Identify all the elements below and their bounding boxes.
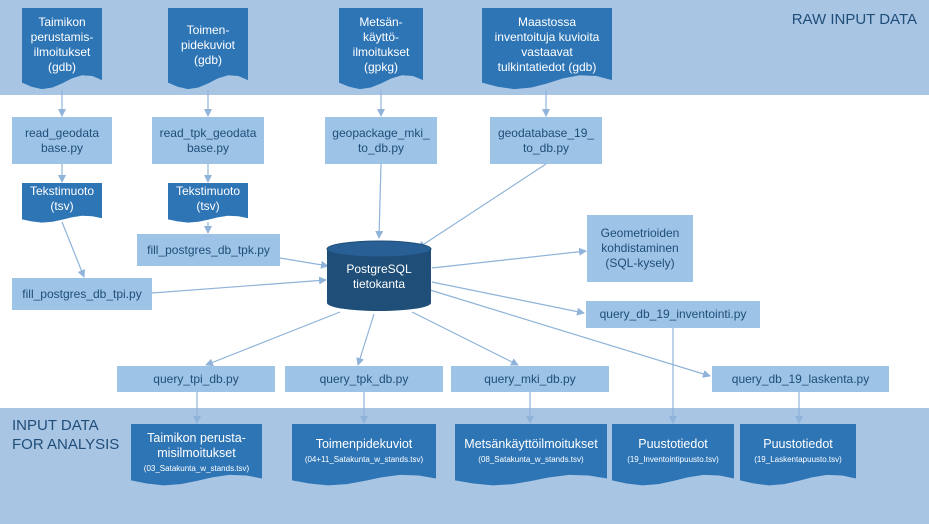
output-filename: (19_Inventointipuusto.tsv) (627, 455, 719, 464)
geometry-alignment-sql-query: Geometrioiden kohdistaminen (SQL-kysely) (587, 215, 693, 282)
script-geodatabase-19-to-db: geodatabase_19_ to_db.py (490, 117, 602, 164)
arrow-filltpk-db (279, 257, 329, 269)
output-filename: (19_Laskentapuusto.tsv) (754, 455, 842, 464)
output-title: Puustotiedot (638, 437, 708, 451)
arrow-db-geometry (431, 247, 587, 269)
output-filename: (04+11_Satakunta_w_stands.tsv) (304, 455, 424, 464)
script-read-tpk-geodatabase: read_tpk_geodata base.py (152, 117, 264, 164)
raw-input-taimikon-perustamisilmoitukset: Taimikon perustamis- ilmoitukset (gdb) (22, 8, 102, 90)
arrow-db-query-laskenta (429, 289, 711, 378)
script-query-tpi-db: query_tpi_db.py (117, 366, 275, 392)
script-query-db-19-inventointi: query_db_19_inventointi.py (586, 301, 760, 328)
arrow-script4-db (417, 163, 547, 249)
output-puustotiedot-inventointi: Puustotiedot (19_Inventointipuusto.tsv) (612, 424, 734, 486)
script-fill-postgres-db-tpi: fill_postgres_db_tpi.py (12, 278, 152, 310)
arrow-filltpi-db (151, 276, 327, 294)
arrow-db-query-mki (411, 311, 519, 366)
script-query-mki-db: query_mki_db.py (451, 366, 609, 392)
postgresql-database-icon (326, 240, 432, 311)
output-filename: (08_Satakunta_w_stands.tsv) (478, 455, 584, 464)
script-read-geodatabase: read_geodata base.py (12, 117, 112, 164)
output-title: Puustotiedot (763, 437, 833, 451)
arrow-script3-db (375, 163, 384, 239)
arrow-db-query-tpi (205, 311, 341, 367)
text-format-tsv-1: Tekstimuoto (tsv) (22, 183, 102, 223)
arrow-db-query-inventointi (431, 281, 585, 316)
raw-input-metsankayttoilmoitukset: Metsän- käyttö- ilmoitukset (gpkg) (339, 8, 423, 90)
database-label: PostgreSQL tietokanta (346, 262, 412, 291)
raw-input-toimenpidekuviot: Toimen- pidekuviot (gdb) (168, 8, 248, 90)
output-taimikon-perustamisilmoitukset: Taimikon perusta- misilmoitukset (03_Sat… (131, 424, 262, 486)
output-title: Taimikon perusta- misilmoitukset (147, 431, 246, 460)
arrow-db-query-tpk (356, 313, 375, 366)
output-toimenpidekuviot: Toimenpidekuviot (04+11_Satakunta_w_stan… (292, 424, 436, 486)
script-query-db-19-laskenta: query_db_19_laskenta.py (712, 366, 889, 392)
input-data-for-analysis-label: INPUT DATA FOR ANALYSIS (12, 417, 120, 453)
output-puustotiedot-laskenta: Puustotiedot (19_Laskentapuusto.tsv) (740, 424, 856, 486)
script-geopackage-mki-to-db: geopackage_mki_ to_db.py (325, 117, 437, 164)
script-fill-postgres-db-tpk: fill_postgres_db_tpk.py (137, 234, 280, 266)
output-title: Toimenpidekuviot (315, 437, 413, 451)
arrow-tsv1-filltpi (61, 221, 86, 278)
raw-input-data-label: RAW INPUT DATA (791, 11, 917, 28)
raw-input-tulkintatiedot: Maastossa inventoituja kuvioita vastaava… (482, 8, 612, 90)
output-metsankayttoilmoitukset: Metsänkäyttöilmoitukset (08_Satakunta_w_… (455, 424, 607, 486)
script-query-tpk-db: query_tpk_db.py (285, 366, 443, 392)
output-filename: (03_Satakunta_w_stands.tsv) (143, 464, 250, 473)
raw-input-band (0, 0, 929, 95)
output-title: Metsänkäyttöilmoitukset (464, 437, 598, 451)
text-format-tsv-2: Tekstimuoto (tsv) (168, 183, 248, 223)
